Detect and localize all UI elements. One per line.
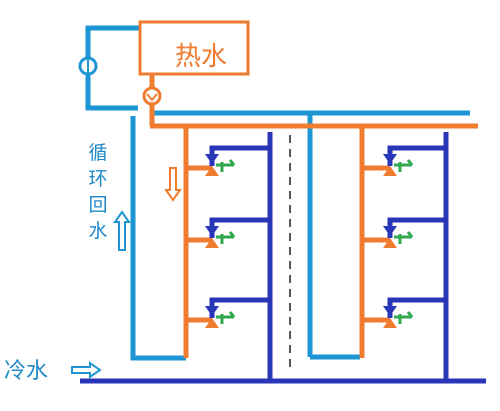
cold-water-label: 冷水	[4, 359, 49, 384]
arrow-icon	[113, 210, 131, 251]
pump-icon	[142, 86, 162, 106]
tap-icon	[205, 154, 236, 176]
pump-icon	[78, 56, 98, 76]
cold-water-pipes	[80, 132, 486, 384]
circulation-char: 水	[88, 220, 108, 242]
circulation-char: 循	[88, 142, 108, 164]
tap-icon	[383, 306, 414, 328]
cold-branch-right-1	[387, 145, 446, 166]
cold-branch-right-2	[387, 217, 446, 238]
hot-water-pipes	[149, 74, 478, 358]
circulation-return-pipe	[130, 116, 186, 361]
circulation-char: 环	[88, 168, 108, 190]
circulation-pipes	[85, 25, 470, 361]
water-heater-box	[138, 20, 250, 76]
arrow-icon	[164, 167, 182, 202]
circulation-char: 回	[88, 194, 108, 216]
tap-icon	[383, 226, 414, 248]
tap-icon	[205, 306, 236, 328]
tap-icon	[205, 226, 236, 248]
heater-label: 热水	[174, 42, 227, 72]
circulation-label: 循 环 回 水	[86, 144, 110, 248]
tap-icon	[383, 154, 414, 176]
cold-branch-right-3	[387, 297, 446, 318]
arrow-icon	[71, 361, 102, 379]
